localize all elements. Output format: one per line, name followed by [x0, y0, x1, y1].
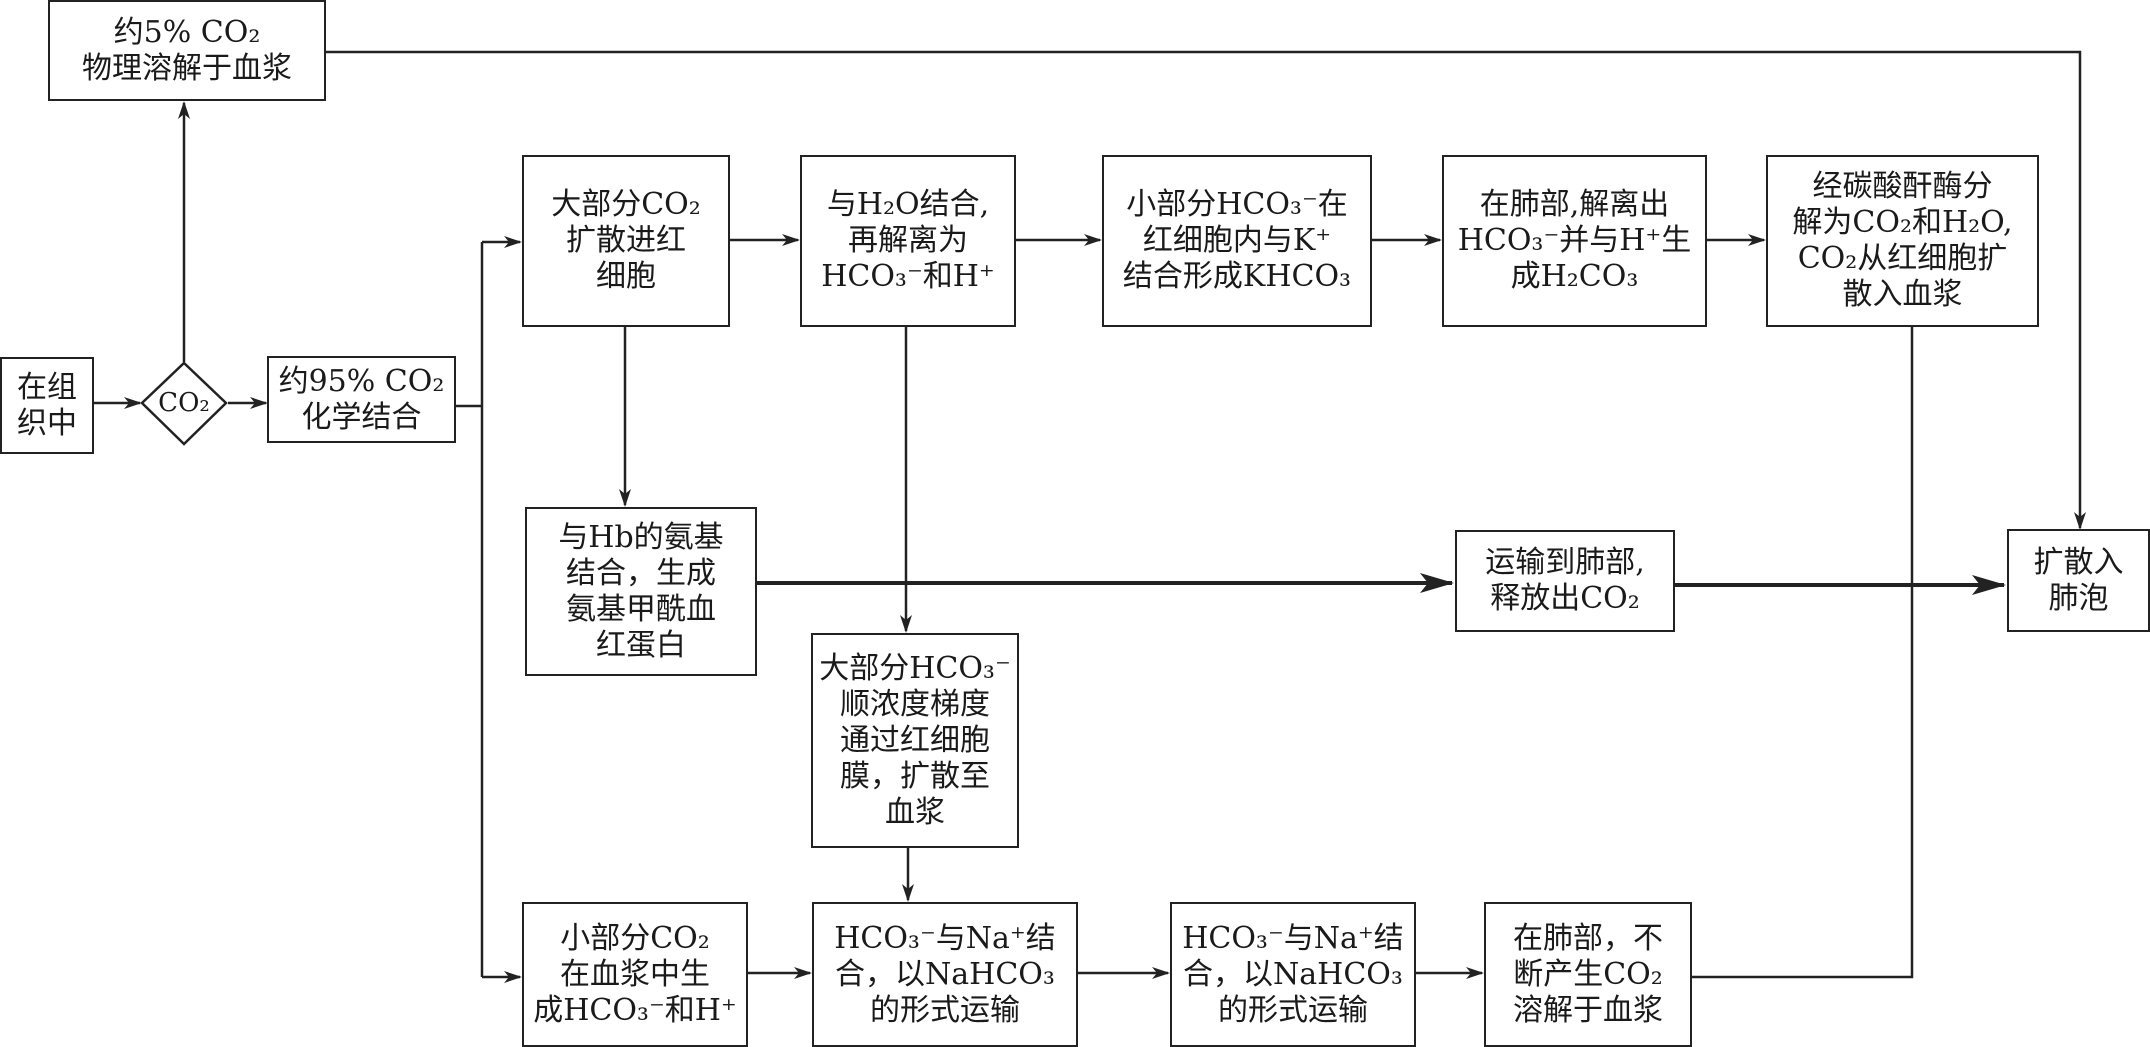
co2-diamond	[140, 361, 228, 446]
node-k-combine: 小部分HCO₃⁻在红细胞内与K⁺结合形成KHCO₃	[1102, 155, 1372, 327]
node-enzyme: 经碳酸酐酶分解为CO₂和H₂O,CO₂从红细胞扩散入血浆	[1766, 155, 2039, 327]
co2-label: CO₂	[158, 388, 210, 418]
arrow-physical-alveoli	[326, 50, 2086, 530]
node-hb-combine: 与Hb的氨基结合，生成氨基甲酰血红蛋白	[525, 507, 757, 676]
node-tissue: 在组织中	[0, 357, 94, 454]
line-dissolve-enzyme	[1692, 327, 1914, 979]
node-alveoli: 扩散入肺泡	[2007, 529, 2150, 632]
node-hco3-diffuse: 大部分HCO₃⁻顺浓度梯度通过红细胞膜，扩散至血浆	[811, 633, 1019, 848]
node-transport-lung: 运输到肺部,释放出CO₂	[1455, 530, 1675, 632]
